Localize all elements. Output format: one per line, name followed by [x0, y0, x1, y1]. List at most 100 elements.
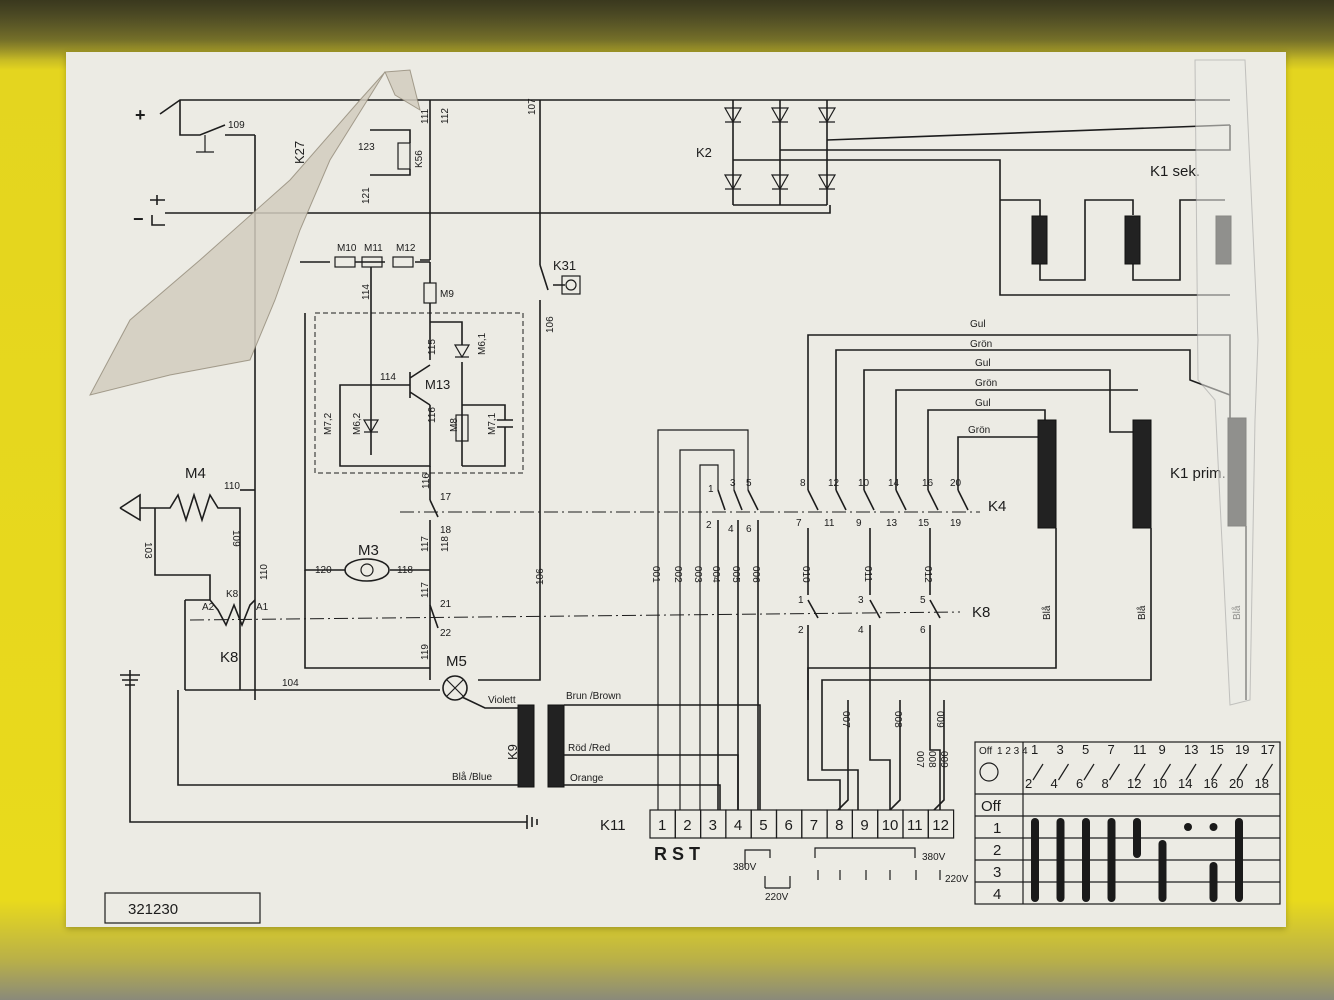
k1-sek-windings-wire	[1000, 199, 1225, 281]
gron-wire-2	[895, 389, 1138, 490]
gul-wire-3	[927, 409, 1046, 490]
k31-label: K31	[553, 258, 576, 273]
m5-lamp-cross	[446, 679, 464, 697]
switch-contact-symbol	[1236, 763, 1248, 781]
k11-terminal-number: 12	[932, 817, 949, 834]
switch-contact-symbol	[1210, 763, 1223, 781]
k4-contact-15: 15	[918, 518, 930, 529]
switch-contact-symbol	[1185, 763, 1197, 781]
k1-prim-label: K1 prim.	[1170, 465, 1226, 482]
wire-17-label: 17	[440, 492, 452, 503]
k8-coil-top-label: K8	[226, 589, 239, 600]
wire-103-label: 103	[142, 542, 153, 559]
k2-ac-line-2	[780, 125, 1231, 151]
m7-2-label: M7,2	[323, 412, 334, 435]
m7-1-label: M7,1	[487, 412, 498, 435]
k2-ac-line-3	[826, 124, 1231, 141]
k8-contact-5-6	[929, 528, 941, 700]
wire-21-label: 21	[440, 599, 452, 610]
wire-120-return	[304, 570, 430, 669]
k9-primary	[517, 704, 535, 788]
m6-1-zener	[453, 344, 471, 359]
cable-002: 002	[672, 566, 683, 583]
switch-top-number: 5	[1082, 742, 1089, 757]
k2-diodes	[723, 107, 837, 191]
k8-contact-5: 5	[920, 595, 926, 606]
m4-valve-heater	[119, 492, 241, 690]
earth-symbol-top	[120, 674, 140, 686]
rotary-knob-icon	[979, 762, 999, 782]
k11-terminal-number: 11	[907, 817, 923, 834]
bla-blue-wire	[177, 690, 518, 786]
switch-top-number: 11	[1133, 742, 1147, 757]
m13-label: M13	[425, 377, 450, 392]
switch-top-number: 7	[1108, 742, 1115, 757]
m7-1-capacitor	[462, 404, 513, 467]
m12-label: M12	[396, 243, 416, 254]
doc-number-box	[104, 892, 261, 924]
k1-prim-coil-1	[1037, 419, 1057, 529]
cable-012: 012	[922, 566, 933, 583]
switch-bottom-number: 16	[1204, 776, 1218, 791]
switch-table-row-label: 2	[993, 842, 1001, 859]
bla-blue-label: Blå /Blue	[452, 771, 492, 783]
k8-contacts-label: K8	[972, 604, 990, 621]
v380-right-label: 380V	[922, 852, 946, 863]
cable-011: 011	[862, 566, 873, 582]
switch-bottom-number: 14	[1178, 776, 1192, 791]
k31-thermostat	[561, 275, 581, 295]
cable-008-b: 008	[926, 751, 937, 768]
wire-123-label: 123	[358, 142, 375, 153]
switch-contact-symbol	[1108, 763, 1121, 781]
wire-109-label-b: 109	[230, 530, 241, 547]
k2-columns	[732, 100, 828, 205]
violett-label: Violett	[488, 695, 516, 706]
k11-terminal-number: 10	[882, 817, 899, 834]
orange-label: Orange	[570, 773, 604, 784]
curled-paper-tip	[384, 69, 421, 112]
orange-wire	[564, 784, 721, 810]
gron-label-3: Grön	[968, 425, 990, 436]
m4-label: M4	[185, 465, 206, 482]
k8-contact-6: 6	[920, 625, 926, 636]
m10-label: M10	[337, 243, 357, 254]
cable-009: 009	[934, 711, 945, 728]
switch-table-row-label: Off	[981, 798, 1002, 815]
k56-label: K56	[414, 150, 425, 168]
a1-label: A1	[256, 602, 269, 613]
top-shadow	[0, 0, 1334, 60]
switch-contact-symbol	[1057, 763, 1070, 781]
wire-111-label: 111	[420, 108, 431, 124]
k4-contact-8: 8	[800, 478, 806, 489]
tape-strip-right	[1194, 59, 1259, 706]
wire-114-label: 114	[361, 284, 372, 300]
control-board-boundary	[314, 312, 524, 474]
m8-label: M8	[449, 418, 460, 432]
k11-terminal-number: 3	[709, 817, 717, 834]
m13-transistor	[371, 364, 431, 406]
gul-wire-1	[807, 334, 1231, 490]
k11-terminal-box	[927, 809, 955, 839]
switch-top-number: 1	[1031, 742, 1038, 757]
k4-contact-3: 3	[730, 478, 736, 489]
switch-bottom-number: 10	[1153, 776, 1167, 791]
m11-label: M11	[364, 243, 383, 254]
plus-terminal-label: +	[135, 105, 146, 125]
wire-103	[154, 508, 211, 600]
switch-bottom-number: 8	[1102, 776, 1109, 791]
k1-prim-coil-2	[1132, 419, 1152, 529]
cable-008: 008	[892, 711, 903, 728]
switch-109-actuator	[196, 135, 214, 153]
minus-terminal-label: −	[133, 209, 144, 229]
switch-top-number: 13	[1184, 742, 1198, 757]
switch-closure-dot	[1184, 823, 1192, 831]
switch-bottom-number: 6	[1076, 776, 1083, 791]
k4-contact-20: 20	[950, 478, 962, 489]
k4-contact-12: 12	[828, 478, 840, 489]
k8-contact-3-4	[869, 528, 881, 700]
k56-circuit	[370, 129, 411, 176]
v220-right-label: 220V	[945, 874, 969, 885]
k11-terminal-number: 5	[759, 817, 767, 834]
k4-contact-4: 4	[728, 524, 734, 535]
